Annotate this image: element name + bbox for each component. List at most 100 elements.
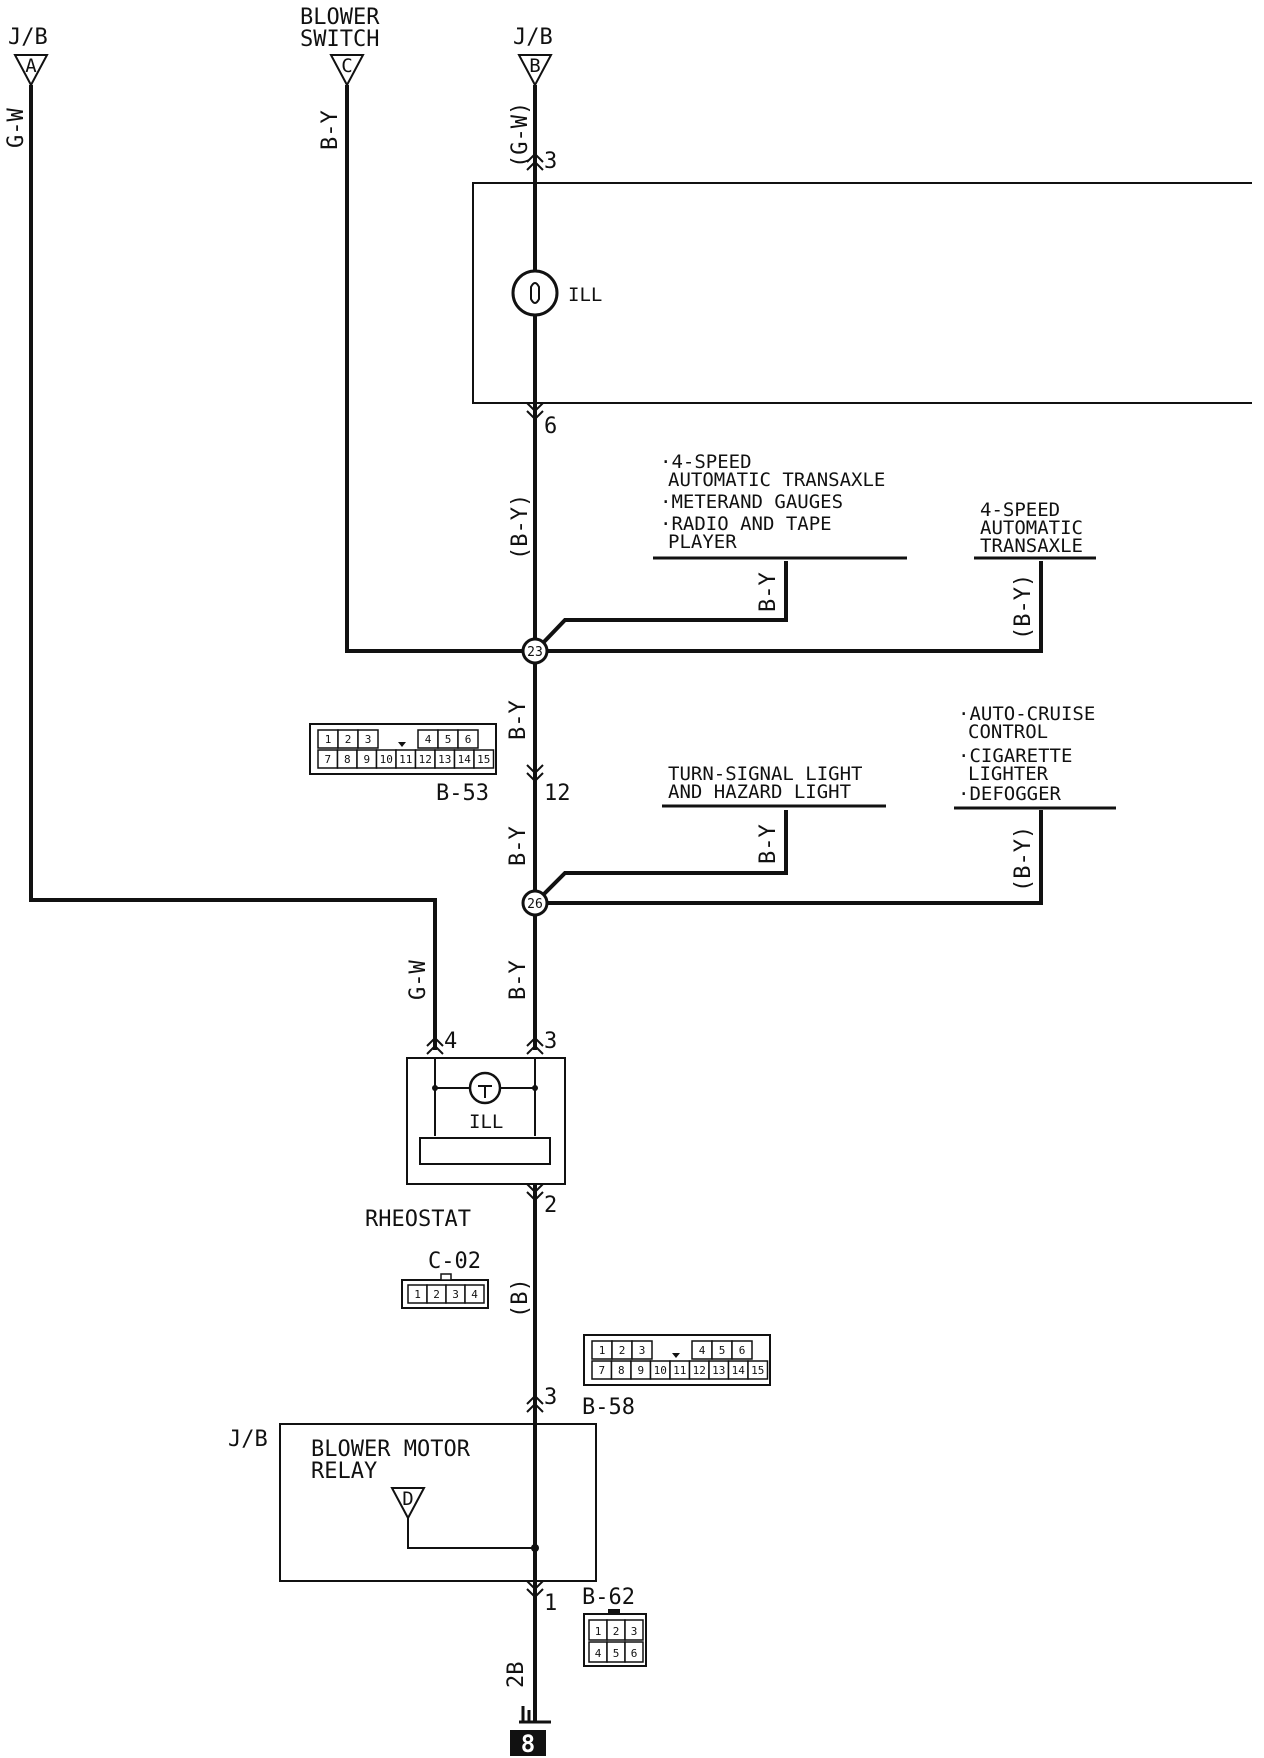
connector-cell-label: 6 xyxy=(739,1344,746,1357)
connector-cell-label: 15 xyxy=(477,753,490,766)
branch-ul-line-1: ·4-SPEED xyxy=(660,451,752,473)
terminal-chevron-icon xyxy=(526,1183,544,1202)
terminal-chevron-icon xyxy=(526,1036,544,1055)
connector-cell-label: 14 xyxy=(732,1364,746,1377)
connector-cell xyxy=(624,1619,644,1641)
wire-branch-upper-left xyxy=(539,561,788,647)
branch-upper-right: 4-SPEED AUTOMATIC TRANSAXLE (B-Y) xyxy=(974,499,1096,640)
connector-cell xyxy=(457,729,479,749)
meter-box xyxy=(472,182,1252,404)
connector-cell xyxy=(631,1340,653,1360)
connector-cell-label: 6 xyxy=(465,733,472,746)
connector-cell-label: 11 xyxy=(399,753,412,766)
connector-triangle-icon xyxy=(329,54,365,88)
relay-line-2: RELAY xyxy=(311,1459,377,1484)
connector-cell-label: 5 xyxy=(719,1344,726,1357)
lamp-icon xyxy=(511,269,559,317)
connector-cell-label: 3 xyxy=(639,1344,646,1357)
connector-cell-label: 12 xyxy=(419,753,432,766)
meter-wire-below: (B-Y) xyxy=(508,494,533,560)
junction-23: 23 B-Y xyxy=(506,637,549,740)
terminal-chevron-icon xyxy=(526,1580,544,1599)
connector-cell-label: 1 xyxy=(595,1625,602,1638)
connector-cell-label: 12 xyxy=(693,1364,706,1377)
branch-lower-right: ·AUTO-CRUISE CONTROL ·CIGARETTE LIGHTER … xyxy=(954,703,1116,892)
rheostat-wire-below: (B) xyxy=(508,1278,533,1318)
connector-cell-label: 4 xyxy=(425,733,432,746)
terminal-chevron-icon xyxy=(426,1036,444,1055)
jb-b-wire-label: (G-W) xyxy=(508,102,533,168)
rheostat: 4 3 ILL 2 RHEOSTAT (B) xyxy=(365,1029,566,1318)
connector-cell-label: 2 xyxy=(345,733,352,746)
branch-ul-line-2: AUTOMATIC TRANSAXLE xyxy=(668,469,885,491)
branch-ur-wire: (B-Y) xyxy=(1011,574,1036,640)
connector-cell-label: 2 xyxy=(613,1625,620,1638)
connector-cell-label: 6 xyxy=(631,1647,638,1660)
connector-cell xyxy=(747,1360,769,1380)
b62-pin: 1 xyxy=(544,1591,557,1616)
connector-cell-label: 3 xyxy=(452,1288,459,1301)
junction-26-wire-below: B-Y xyxy=(506,960,531,1000)
connector-cell-label: 1 xyxy=(414,1288,421,1301)
jb-a-wire-label: G-W xyxy=(4,108,29,148)
connector-cell-label: 5 xyxy=(445,733,452,746)
branch-upper-left: ·4-SPEED AUTOMATIC TRANSAXLE ·METERAND G… xyxy=(653,451,907,612)
connector-cell-label: 4 xyxy=(595,1647,602,1660)
terminal-chevron-icon xyxy=(526,402,544,421)
junction-23-label: 23 xyxy=(527,645,543,660)
relay-letter: D xyxy=(402,1488,413,1510)
b62-name: B-62 xyxy=(582,1585,635,1610)
connector-triangle-icon xyxy=(13,54,49,88)
branch-ul-wire: B-Y xyxy=(756,572,781,612)
rheostat-resistor xyxy=(419,1137,551,1165)
branch-ur-line-3: TRANSAXLE xyxy=(980,535,1083,557)
lamp-filament-icon xyxy=(530,282,540,304)
wire-blower-switch xyxy=(345,85,531,653)
connector-cell xyxy=(624,1641,644,1663)
meter-lamp-label: ILL xyxy=(568,284,602,306)
relay-internal-wire xyxy=(407,1518,535,1549)
b53-housing xyxy=(309,723,497,775)
blower-switch-label-1: BLOWER xyxy=(300,5,380,30)
connector-cell xyxy=(473,749,495,769)
branch-lower-left: TURN-SIGNAL LIGHT AND HAZARD LIGHT B-Y xyxy=(662,763,886,864)
rheostat-pin-left: 4 xyxy=(444,1029,457,1054)
meter-section: 3 ILL 6 (B-Y) xyxy=(472,149,1252,560)
ground-number: 8 xyxy=(521,1730,535,1758)
connector-cell-label: 3 xyxy=(365,733,372,746)
connector-cell-label: 5 xyxy=(613,1647,620,1660)
connector-cell-label: 7 xyxy=(324,753,331,766)
connector-cell-label: 14 xyxy=(458,753,472,766)
terminal-chevron-icon xyxy=(526,152,544,171)
connector-cell-label: 13 xyxy=(438,753,451,766)
branch-ul-line-5: PLAYER xyxy=(668,531,737,553)
rheostat-lamp-label: ILL xyxy=(469,1111,503,1133)
branch-lr-line-5: ·DEFOGGER xyxy=(958,783,1062,805)
junction-26-label: 26 xyxy=(527,897,543,912)
relay-housing xyxy=(279,1423,597,1582)
wire-branch-lower-left xyxy=(539,810,788,899)
connector-cell-label: 1 xyxy=(599,1344,606,1357)
connector-triangle-icon xyxy=(517,54,553,88)
relay-line-1: BLOWER MOTOR xyxy=(311,1437,471,1462)
connector-cell-label: 11 xyxy=(673,1364,686,1377)
b53-name: B-53 xyxy=(436,781,489,806)
junction-26-wire-left: G-W xyxy=(406,960,431,1000)
branch-lr-line-3: ·CIGARETTE xyxy=(958,745,1072,767)
rheostat-pin-right: 3 xyxy=(544,1029,557,1054)
blower-motor-relay: J/B BLOWER MOTOR RELAY D xyxy=(228,1423,597,1599)
connector-cell-label: 3 xyxy=(631,1625,638,1638)
connector-cell-label: 8 xyxy=(344,753,351,766)
connector-cell xyxy=(464,1284,485,1304)
connector-triangle-icon xyxy=(390,1487,426,1521)
connector-cell-label: 8 xyxy=(618,1364,625,1377)
jb-a-letter: A xyxy=(25,55,37,77)
